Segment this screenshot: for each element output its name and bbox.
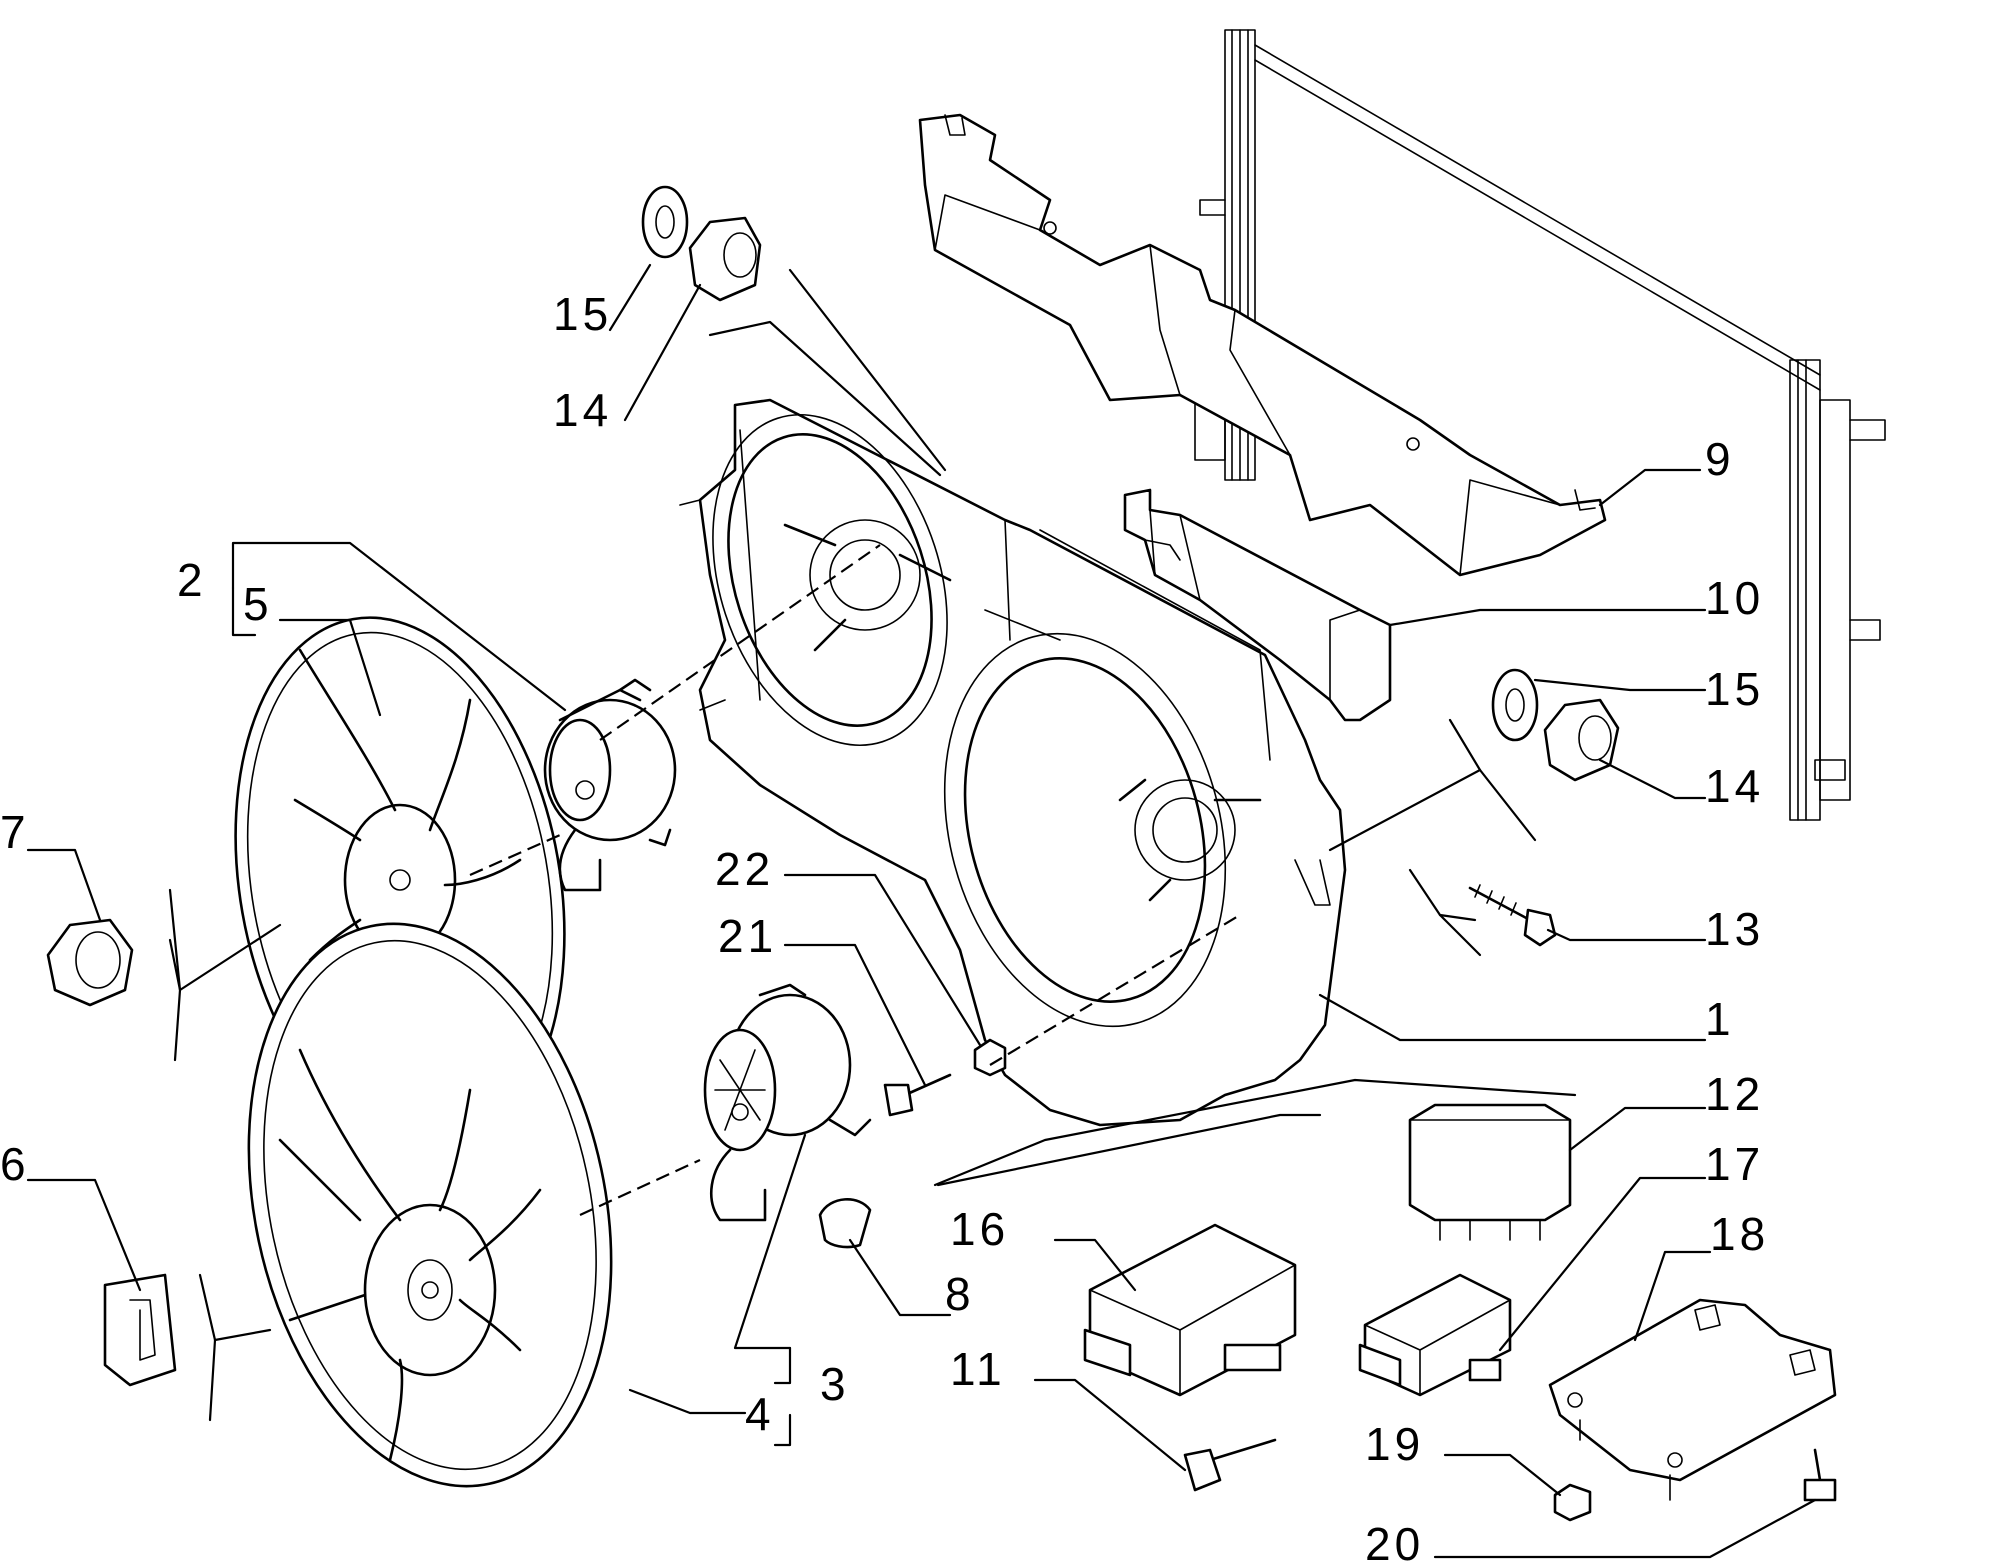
label-15-right: 15 xyxy=(1705,663,1764,715)
axis-lower xyxy=(579,1159,701,1216)
part-10-side-bracket xyxy=(1123,488,1392,722)
label-8: 8 xyxy=(945,1268,975,1320)
label-17: 17 xyxy=(1705,1138,1764,1190)
part-11-sensor xyxy=(1183,1438,1277,1492)
part-3-lower-motor xyxy=(703,983,872,1222)
part-20-bolt xyxy=(1803,1448,1837,1502)
part-4-lower-fan xyxy=(247,922,613,1488)
label-22: 22 xyxy=(715,843,774,895)
part-17-module xyxy=(1358,1273,1512,1397)
label-18: 18 xyxy=(1710,1208,1769,1260)
label-2: 2 xyxy=(177,554,207,606)
part-14-nut-upper xyxy=(688,216,762,302)
part-9-upper-duct xyxy=(918,113,1607,577)
part-13-screw xyxy=(1468,884,1557,947)
part-14-nut-right xyxy=(1543,698,1620,782)
label-9: 9 xyxy=(1705,433,1735,485)
part-7-hub-nut xyxy=(46,918,134,1007)
part-22-nut xyxy=(973,1038,1007,1077)
part-15-washer-right xyxy=(1491,668,1539,742)
part-19-nut xyxy=(1553,1483,1592,1522)
part-16-control-unit xyxy=(1083,1223,1297,1397)
leader-lines xyxy=(26,263,1817,1559)
label-3: 3 xyxy=(820,1358,850,1410)
part-12-relay xyxy=(1408,1103,1572,1241)
label-20: 20 xyxy=(1365,1518,1424,1565)
label-4: 4 xyxy=(745,1388,775,1440)
part-8-clip xyxy=(818,1198,872,1249)
label-13: 13 xyxy=(1705,903,1764,955)
axis-lower-motor xyxy=(989,914,1241,1066)
part-15-washer-upper xyxy=(641,185,689,259)
label-10: 10 xyxy=(1705,572,1764,624)
part-1-fan-shroud xyxy=(679,398,1347,1127)
label-6: 6 xyxy=(0,1138,30,1190)
label-12: 12 xyxy=(1705,1068,1764,1120)
part-21-bolt xyxy=(883,1073,952,1117)
label-14-upper: 14 xyxy=(553,384,612,436)
axis-upper-fan xyxy=(469,833,561,877)
label-21: 21 xyxy=(718,910,777,962)
label-1: 1 xyxy=(1705,993,1735,1045)
label-7: 7 xyxy=(0,806,30,858)
part-6-clip xyxy=(103,1273,177,1387)
label-14-right: 14 xyxy=(1705,760,1764,812)
part-labels: 15 14 2 5 7 6 22 21 9 10 15 14 13 1 12 1… xyxy=(0,288,1769,1565)
label-15-upper: 15 xyxy=(553,288,612,340)
label-19: 19 xyxy=(1365,1418,1424,1470)
part-2-upper-motor xyxy=(543,678,677,892)
axis-upper xyxy=(599,544,881,741)
label-5: 5 xyxy=(243,578,273,630)
label-11: 11 xyxy=(950,1343,1006,1395)
label-16: 16 xyxy=(950,1203,1009,1255)
radiator xyxy=(1194,29,1886,821)
part-18-bracket-plate xyxy=(1548,1298,1837,1501)
